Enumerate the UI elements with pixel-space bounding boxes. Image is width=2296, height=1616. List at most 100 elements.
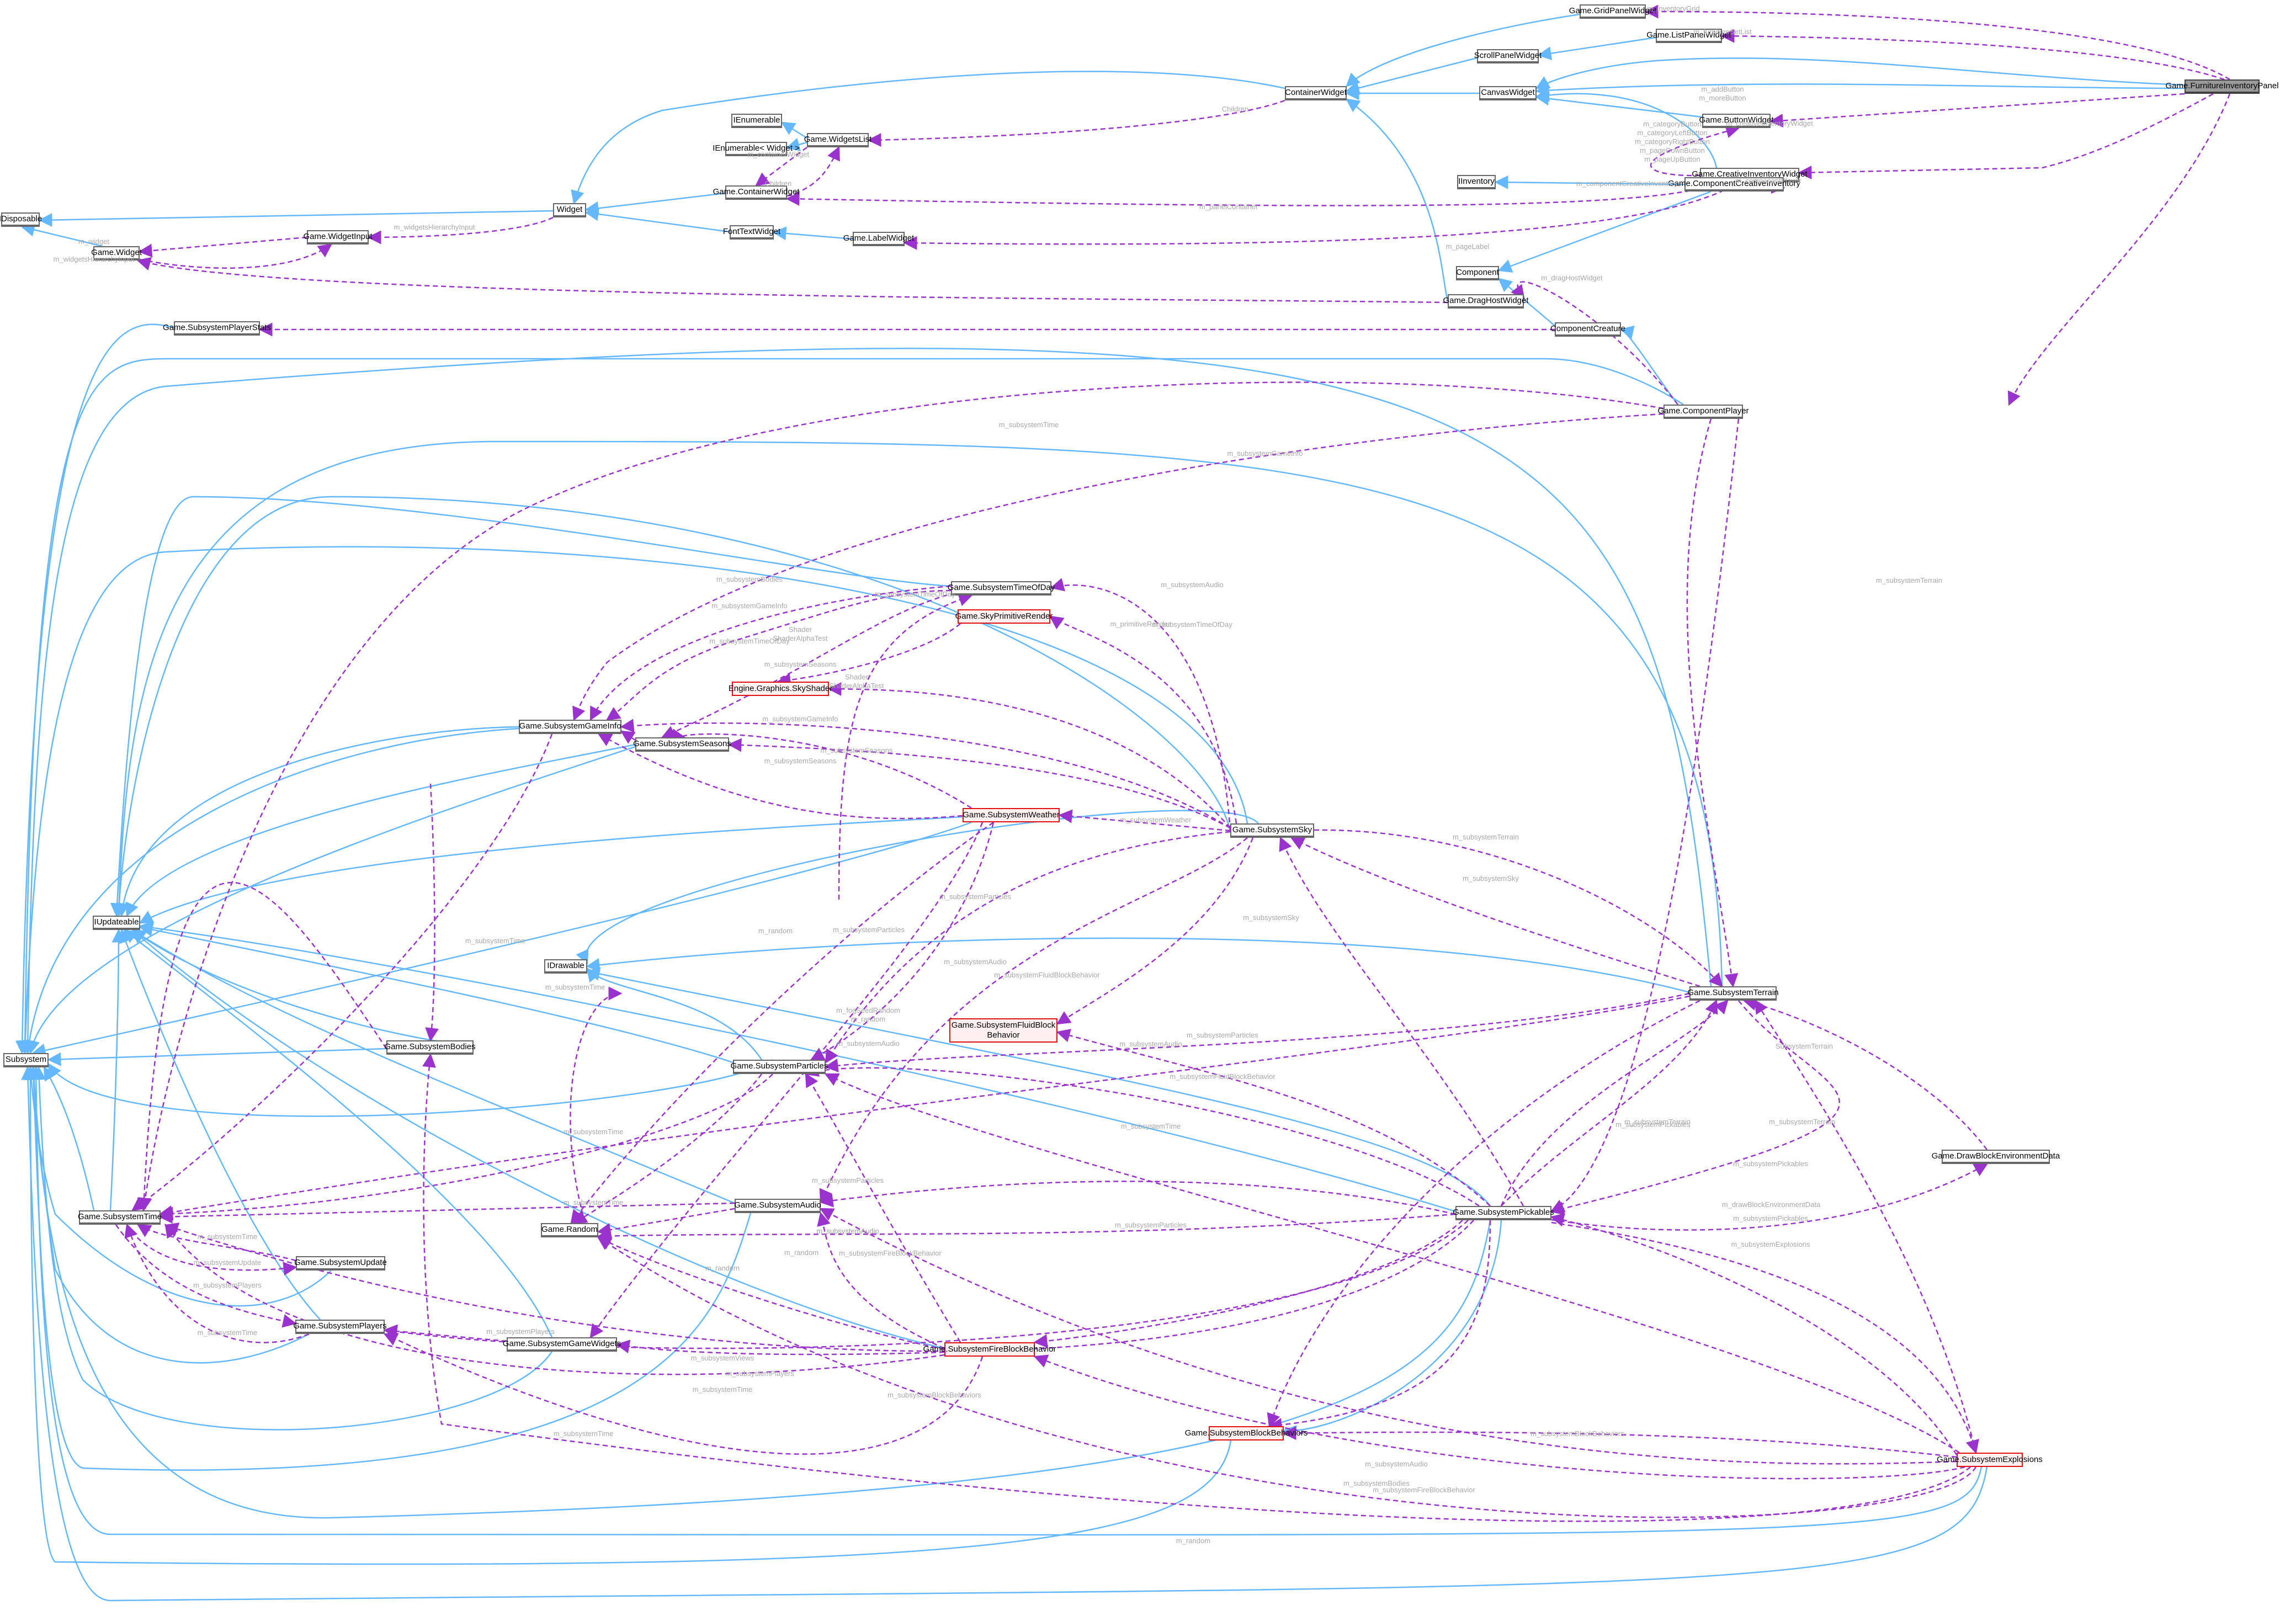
node-subsystem-players[interactable]: Game.SubsystemPlayers bbox=[293, 1320, 387, 1334]
edge-label: m_subsystemParticles bbox=[1186, 1031, 1259, 1039]
node-subsystem-terrain[interactable]: Game.SubsystemTerrain bbox=[1687, 986, 1779, 1001]
node-component-player[interactable]: Game.ComponentPlayer bbox=[1657, 405, 1749, 419]
node-subsystem-explosions[interactable]: Game.SubsystemExplosions bbox=[1937, 1453, 2043, 1467]
node-subsystem-weather[interactable]: Game.SubsystemWeather bbox=[963, 808, 1060, 822]
edge-label: m_random bbox=[705, 1264, 740, 1272]
edge-label: m_dragHostWidget bbox=[1541, 274, 1603, 282]
node-component-creature[interactable]: ComponentCreature bbox=[1550, 322, 1625, 337]
edge-label: m_subsystemAudio bbox=[1161, 581, 1224, 589]
node-subsystem-game-widgets[interactable]: Game.SubsystemGameWidgets bbox=[503, 1337, 621, 1352]
edge-label: m_containerWidget bbox=[747, 150, 809, 158]
node-label-widget[interactable]: Game.LabelWidget bbox=[843, 232, 914, 246]
edge-label: m_furnitureSetList bbox=[1693, 28, 1752, 36]
node-subsystem-player-stats[interactable]: Game.SubsystemPlayerStats bbox=[163, 321, 271, 336]
node-button-widget[interactable]: Game.ButtonWidget bbox=[1699, 114, 1774, 128]
edge-label: m_subsystemTime bbox=[465, 937, 525, 945]
node-idisposable[interactable]: IDisposable bbox=[0, 212, 42, 227]
edge-label: m_subsystemParticles bbox=[1114, 1221, 1187, 1229]
edge-label: m_subsystemParticles bbox=[939, 892, 1012, 901]
edge-label: m_subsystemParticles bbox=[811, 1176, 884, 1184]
edge-label: m_panelContainer bbox=[1199, 203, 1258, 211]
node-component-creative-inventory[interactable]: Game.ComponentCreativeInventory bbox=[1668, 177, 1800, 192]
edge-label: m_subsystemFluidBlockBehavior bbox=[994, 971, 1100, 979]
node-subsystem-update[interactable]: Game.SubsystemUpdate bbox=[294, 1256, 387, 1271]
node-grid-panel-widget[interactable]: Game.GridPanelWidget bbox=[1569, 4, 1656, 19]
edge-label: m_componentCreativeInventory bbox=[1576, 179, 1678, 188]
node-ienumerable-widget[interactable]: IEnumerable< Widget > bbox=[713, 142, 800, 156]
edge-label: m_subsystemTime bbox=[197, 1232, 258, 1241]
edge-label: m_subsystemBlockBehaviors bbox=[1530, 1429, 1624, 1438]
node-subsystem-seasons[interactable]: Game.SubsystemSeasons bbox=[633, 737, 731, 752]
edge-label: m_subsystemSky bbox=[1463, 874, 1519, 883]
edge-label: m_subsystemTime bbox=[545, 983, 605, 991]
edge-label: m_subsystemTerrain bbox=[1453, 833, 1519, 841]
edge-label: m_subsystemAudio bbox=[816, 1227, 879, 1235]
edge-label: m_subsystemExplosions bbox=[1731, 1240, 1810, 1248]
edge-label: m_subsystemViews bbox=[690, 1354, 754, 1362]
edge-label: m_categoryButton m_categoryLeftButton m_… bbox=[1635, 120, 1710, 163]
node-drag-host-widget[interactable]: Game.DragHostWidget bbox=[1443, 294, 1529, 309]
node-canvas-widget[interactable]: CanvasWidget bbox=[1479, 86, 1537, 100]
edge-label: m_subsystemTimeOfDay bbox=[709, 637, 790, 645]
node-widget[interactable]: Widget bbox=[553, 203, 586, 217]
edge-label: m_subsystemWeather bbox=[1120, 816, 1192, 824]
edge-label: m_random bbox=[784, 1248, 819, 1257]
edge-label: m_subsystemSeasons bbox=[764, 757, 837, 765]
node-subsystem-sky[interactable]: Game.SubsystemSky bbox=[1230, 823, 1314, 838]
node-game-random[interactable]: Game.Random bbox=[541, 1223, 598, 1237]
edge-label: m_subsystemTerrain bbox=[1769, 1118, 1835, 1126]
edge-label: m_subsystemTime bbox=[563, 1198, 624, 1206]
node-game-container-widget[interactable]: Game.ContainerWidget bbox=[713, 185, 799, 200]
node-idrawable[interactable]: IDrawable bbox=[544, 959, 587, 974]
edge-label: m_subsystemTime bbox=[553, 1429, 614, 1438]
node-list-panel-widget[interactable]: Game.ListPanelWidget bbox=[1646, 29, 1731, 43]
node-subsystem-time[interactable]: Game.SubsystemTime bbox=[78, 1210, 162, 1225]
edge-label: m_subsystemParticles bbox=[832, 926, 905, 934]
node-widgets-list[interactable]: Game.WidgetsList bbox=[804, 133, 871, 147]
node-subsystem-audio[interactable]: Game.SubsystemAudio bbox=[734, 1199, 821, 1213]
edge-label: m_primitiveRender bbox=[1110, 620, 1171, 628]
edge-label: m_subsystemBlockBehaviors bbox=[887, 1391, 981, 1399]
node-iupdateable[interactable]: IUpdateable bbox=[93, 916, 140, 930]
node-subsystem[interactable]: Subsystem bbox=[3, 1053, 49, 1067]
node-iinventory[interactable]: IInventory bbox=[1457, 175, 1496, 189]
node-scroll-panel-widget[interactable]: ScrollPanelWidget bbox=[1474, 49, 1542, 63]
node-ienumerable[interactable]: IEnumerable bbox=[731, 114, 782, 128]
edge-label: m_drawBlockEnvironmentData bbox=[1721, 1200, 1821, 1209]
edge-label: m_subsystemFireBlockBehavior bbox=[1373, 1486, 1475, 1494]
edge-label: m_creativeInventoryWidget bbox=[1726, 119, 1813, 127]
node-game-widget[interactable]: Game.Widget bbox=[91, 246, 142, 261]
node-furniture-inventory-panel[interactable]: Game.FurnitureInventoryPanel bbox=[2165, 79, 2279, 94]
node-component[interactable]: Component bbox=[1456, 266, 1499, 280]
edge-label: m_subsystemPlayers bbox=[193, 1281, 262, 1289]
edge-label: m_subsystemTimeOfDay bbox=[875, 590, 955, 598]
edge-label: m_subsystemFluidBlockBehavior bbox=[1170, 1072, 1275, 1081]
edge-label: m_pageLabel bbox=[1445, 242, 1490, 251]
edge-label: m_random bbox=[758, 927, 793, 935]
node-sky-shader[interactable]: Engine.Graphics.SkyShader bbox=[729, 682, 832, 696]
edge-label: Children bbox=[764, 179, 792, 188]
edge-label: m_subsystemBodies bbox=[716, 575, 783, 583]
node-subsystem-bodies[interactable]: Game.SubsystemBodies bbox=[384, 1040, 476, 1055]
node-widget-input[interactable]: Game.WidgetInput bbox=[303, 230, 373, 244]
node-subsystem-fluid-block-behavior[interactable]: Game.SubsystemFluidBlock Behavior bbox=[949, 1018, 1057, 1043]
node-sky-primitive-render[interactable]: Game.SkyPrimitiveRender bbox=[955, 609, 1053, 624]
edge-label: m_subsystemTerrain bbox=[1624, 1118, 1691, 1126]
edge-label: m_subsystemAudio bbox=[816, 1227, 879, 1235]
edge-label: m_subsystemPickables bbox=[1733, 1160, 1808, 1168]
edge-label: m_widgetsHierarchyInput bbox=[394, 223, 475, 231]
node-font-text-widget[interactable]: FontTextWidget bbox=[723, 225, 780, 240]
node-subsystem-block-behaviors[interactable]: Game.SubsystemBlockBehaviors bbox=[1185, 1426, 1308, 1440]
edge-label: m_subsystemBodies bbox=[1343, 1479, 1410, 1487]
node-subsystem-pickables[interactable]: Game.SubsystemPickables bbox=[1453, 1206, 1554, 1220]
node-subsystem-game-info[interactable]: Game.SubsystemGameInfo bbox=[519, 720, 621, 734]
node-subsystem-time-of-day[interactable]: Game.SubsystemTimeOfDay bbox=[948, 581, 1055, 596]
edge-label: m_widgetsHierarchyInput bbox=[53, 255, 135, 263]
edge-label: m_componentPlayer bbox=[1735, 177, 1801, 185]
edge-label: m_subsystemGameInfo bbox=[1227, 449, 1303, 458]
edge-label: m_subsystemTime bbox=[692, 1385, 753, 1394]
node-subsystem-fire-block-behavior[interactable]: Game.SubsystemFireBlockBehavior bbox=[923, 1342, 1056, 1357]
node-container-widget[interactable]: ContainerWidget bbox=[1285, 86, 1347, 100]
node-draw-block-environment-data[interactable]: Game.DrawBlockEnvironmentData bbox=[1932, 1150, 2060, 1164]
node-subsystem-particles[interactable]: Game.SubsystemParticles bbox=[731, 1060, 828, 1074]
